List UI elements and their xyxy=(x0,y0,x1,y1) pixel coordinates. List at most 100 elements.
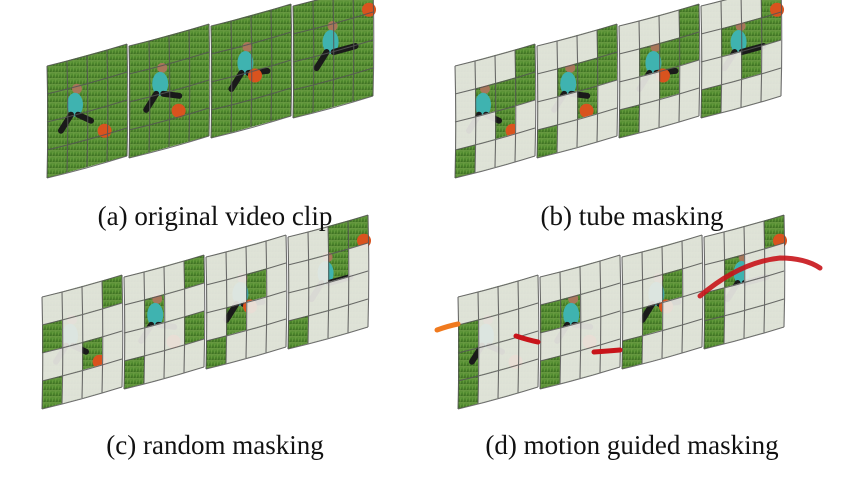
mask-patch xyxy=(266,235,286,269)
mask-patch xyxy=(540,327,560,361)
mask-patch xyxy=(515,100,535,134)
mask-patch xyxy=(475,139,495,173)
mask-patch xyxy=(642,246,662,280)
mask-patch xyxy=(622,251,642,285)
mask-patch xyxy=(724,310,744,344)
mask-patch xyxy=(455,116,475,150)
frame-2 xyxy=(123,254,206,390)
mask-patch xyxy=(226,246,246,280)
mask-patch xyxy=(701,0,721,34)
mask-patch xyxy=(348,243,368,277)
player-figure xyxy=(143,62,183,113)
patch-grid xyxy=(123,254,206,390)
mask-patch xyxy=(721,0,741,29)
mask-patch xyxy=(682,235,702,269)
ball xyxy=(171,103,186,118)
caption-a: (a) original video clip xyxy=(98,201,333,231)
mask-patch xyxy=(622,279,642,313)
mask-patch xyxy=(226,274,246,308)
mask-patch xyxy=(164,344,184,378)
frame-3 xyxy=(618,3,701,139)
mask-patch xyxy=(266,291,286,325)
frame-3 xyxy=(210,3,293,139)
mask-patch xyxy=(662,324,682,358)
mask-patch xyxy=(744,304,764,338)
patch-grid xyxy=(41,274,124,410)
mask-patch xyxy=(458,291,478,325)
mask-patch xyxy=(102,303,122,337)
mask-patch xyxy=(498,308,518,342)
mask-patch xyxy=(42,291,62,325)
patch-grid xyxy=(700,0,783,119)
mask-patch xyxy=(560,266,580,300)
frame-3 xyxy=(205,234,288,370)
mask-patch xyxy=(639,15,659,49)
patch-grid xyxy=(536,23,619,159)
mask-patch xyxy=(144,322,164,356)
mask-patch xyxy=(639,99,659,133)
mask-patch xyxy=(744,220,764,254)
ball-trajectory xyxy=(434,255,823,355)
mask-patch xyxy=(124,299,144,333)
mask-patch xyxy=(537,96,557,130)
frame-1 xyxy=(46,43,129,179)
mask-patch xyxy=(701,28,721,62)
mask-patch xyxy=(518,359,538,393)
panel-motion-guided-masking xyxy=(434,214,823,410)
mask-patch xyxy=(246,240,266,274)
mask-patch xyxy=(560,322,580,356)
mask-patch xyxy=(495,49,515,83)
mask-patch xyxy=(308,310,328,344)
mask-patch xyxy=(475,55,495,89)
caption-c: (c) random masking xyxy=(106,430,323,460)
panel-random-masking xyxy=(41,214,371,410)
ball xyxy=(579,103,594,118)
mask-patch xyxy=(659,93,679,127)
mask-patch xyxy=(266,263,286,297)
mask-patch xyxy=(82,364,102,398)
player-figure xyxy=(313,21,359,72)
mask-patch xyxy=(557,35,577,69)
mask-patch xyxy=(642,330,662,364)
mask-patch xyxy=(498,336,518,370)
mask-patch xyxy=(741,0,761,23)
mask-patch xyxy=(164,288,184,322)
mask-patch xyxy=(288,231,308,265)
mask-patch xyxy=(164,316,184,350)
mask-patch xyxy=(42,347,62,381)
mask-patch xyxy=(495,133,515,167)
mask-patch xyxy=(478,370,498,404)
mask-patch xyxy=(704,259,724,293)
mask-patch xyxy=(724,282,744,316)
mask-patch xyxy=(682,319,702,353)
panel-tube-masking xyxy=(454,0,784,179)
mask-patch xyxy=(619,20,639,54)
mask-patch xyxy=(288,259,308,293)
mask-patch xyxy=(704,231,724,265)
mask-patch xyxy=(682,263,702,297)
patch-grid xyxy=(454,43,537,179)
mask-patch xyxy=(600,339,620,373)
mask-patch xyxy=(475,111,495,145)
mask-patch xyxy=(226,330,246,364)
caption-b: (b) tube masking xyxy=(541,201,724,231)
mask-patch xyxy=(308,254,328,288)
frame-2 xyxy=(128,23,211,159)
mask-patch xyxy=(62,314,82,348)
mask-patch xyxy=(124,327,144,361)
mask-patch xyxy=(82,280,102,314)
mask-patch xyxy=(679,60,699,94)
mask-patch xyxy=(600,311,620,345)
panel-original-video-clip xyxy=(46,0,376,179)
mask-patch xyxy=(124,271,144,305)
mask-patch xyxy=(764,271,784,305)
mask-patch xyxy=(537,68,557,102)
frame-4 xyxy=(700,0,784,119)
mask-patch xyxy=(478,314,498,348)
patch-grid xyxy=(292,0,375,119)
mask-patch xyxy=(537,40,557,74)
mask-patch xyxy=(62,370,82,404)
mask-patch xyxy=(622,307,642,341)
mask-patch xyxy=(266,319,286,353)
mask-patch xyxy=(308,282,328,316)
